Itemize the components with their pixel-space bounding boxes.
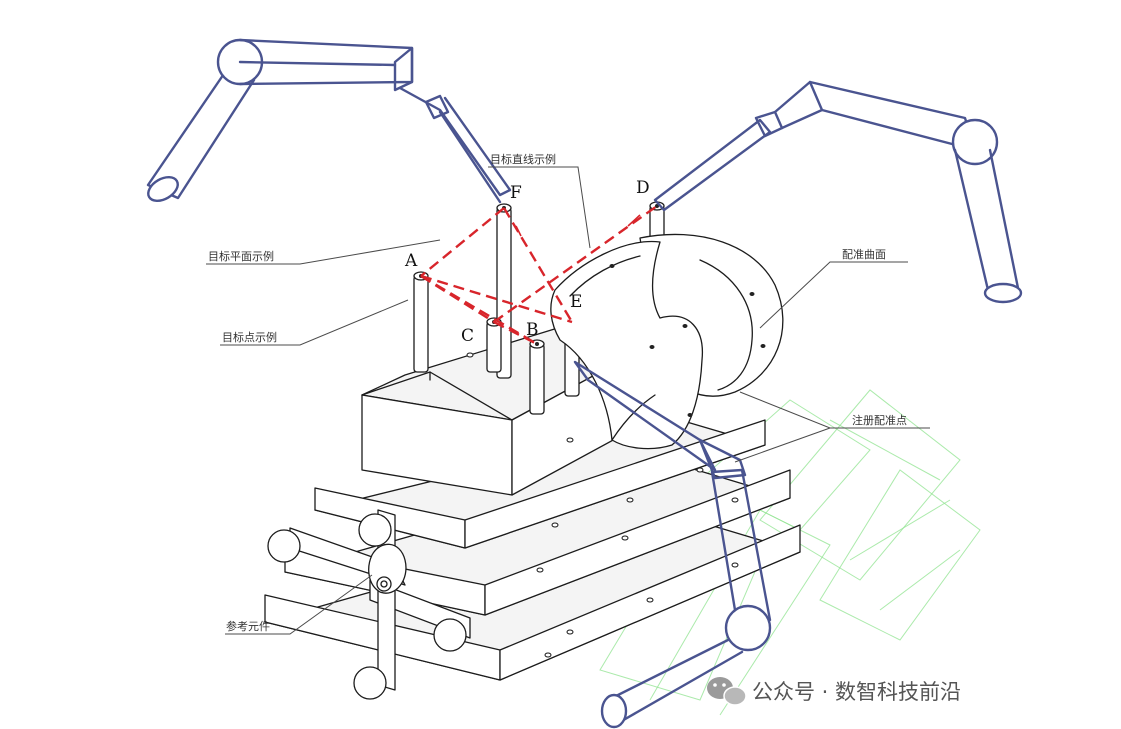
reference-element — [267, 509, 471, 700]
svg-text:注册配准点: 注册配准点 — [852, 413, 907, 427]
target-dashed-lines — [420, 205, 658, 346]
reference-ball-2 — [358, 513, 392, 547]
svg-text:参考元件: 参考元件 — [226, 619, 270, 633]
svg-text:目标直线示例: 目标直线示例 — [490, 152, 556, 166]
label-target-line: 目标直线示例 — [490, 152, 556, 166]
svg-text:配准曲面: 配准曲面 — [842, 248, 886, 261]
svg-text:目标点示例: 目标点示例 — [222, 330, 277, 344]
registration-curved-part — [550, 233, 784, 450]
robot-arm-bottom — [573, 360, 772, 729]
watermark-text: 公众号 · 数智科技前沿 — [752, 680, 961, 704]
reference-ball-3 — [433, 618, 467, 652]
svg-text:目标平面示例: 目标平面示例 — [208, 249, 274, 263]
reference-ball-4 — [353, 666, 387, 700]
label-target-point: 目标点示例 — [222, 330, 277, 344]
point-label-a: A — [404, 251, 418, 271]
point-label-d: D — [636, 178, 650, 198]
pin-a — [413, 271, 429, 373]
robot-arm-left — [146, 38, 512, 204]
label-registration-surface: 配准曲面 — [842, 248, 886, 261]
point-label-b: B — [526, 320, 539, 340]
watermark: 公众号 · 数智科技前沿 — [707, 677, 961, 706]
pin-b — [529, 339, 545, 415]
robot-arm-right — [653, 80, 1023, 304]
point-label-f: F — [510, 183, 522, 203]
point-label-e: E — [570, 292, 582, 312]
reference-ball-1 — [267, 529, 301, 563]
point-label-c: C — [461, 326, 474, 346]
pin-c — [486, 317, 502, 373]
label-reference-element: 参考元件 — [226, 619, 270, 633]
leader-lines — [206, 166, 930, 635]
label-registration-points: 注册配准点 — [852, 413, 907, 427]
label-target-plane: 目标平面示例 — [208, 249, 274, 263]
wechat-icon — [707, 677, 747, 706]
